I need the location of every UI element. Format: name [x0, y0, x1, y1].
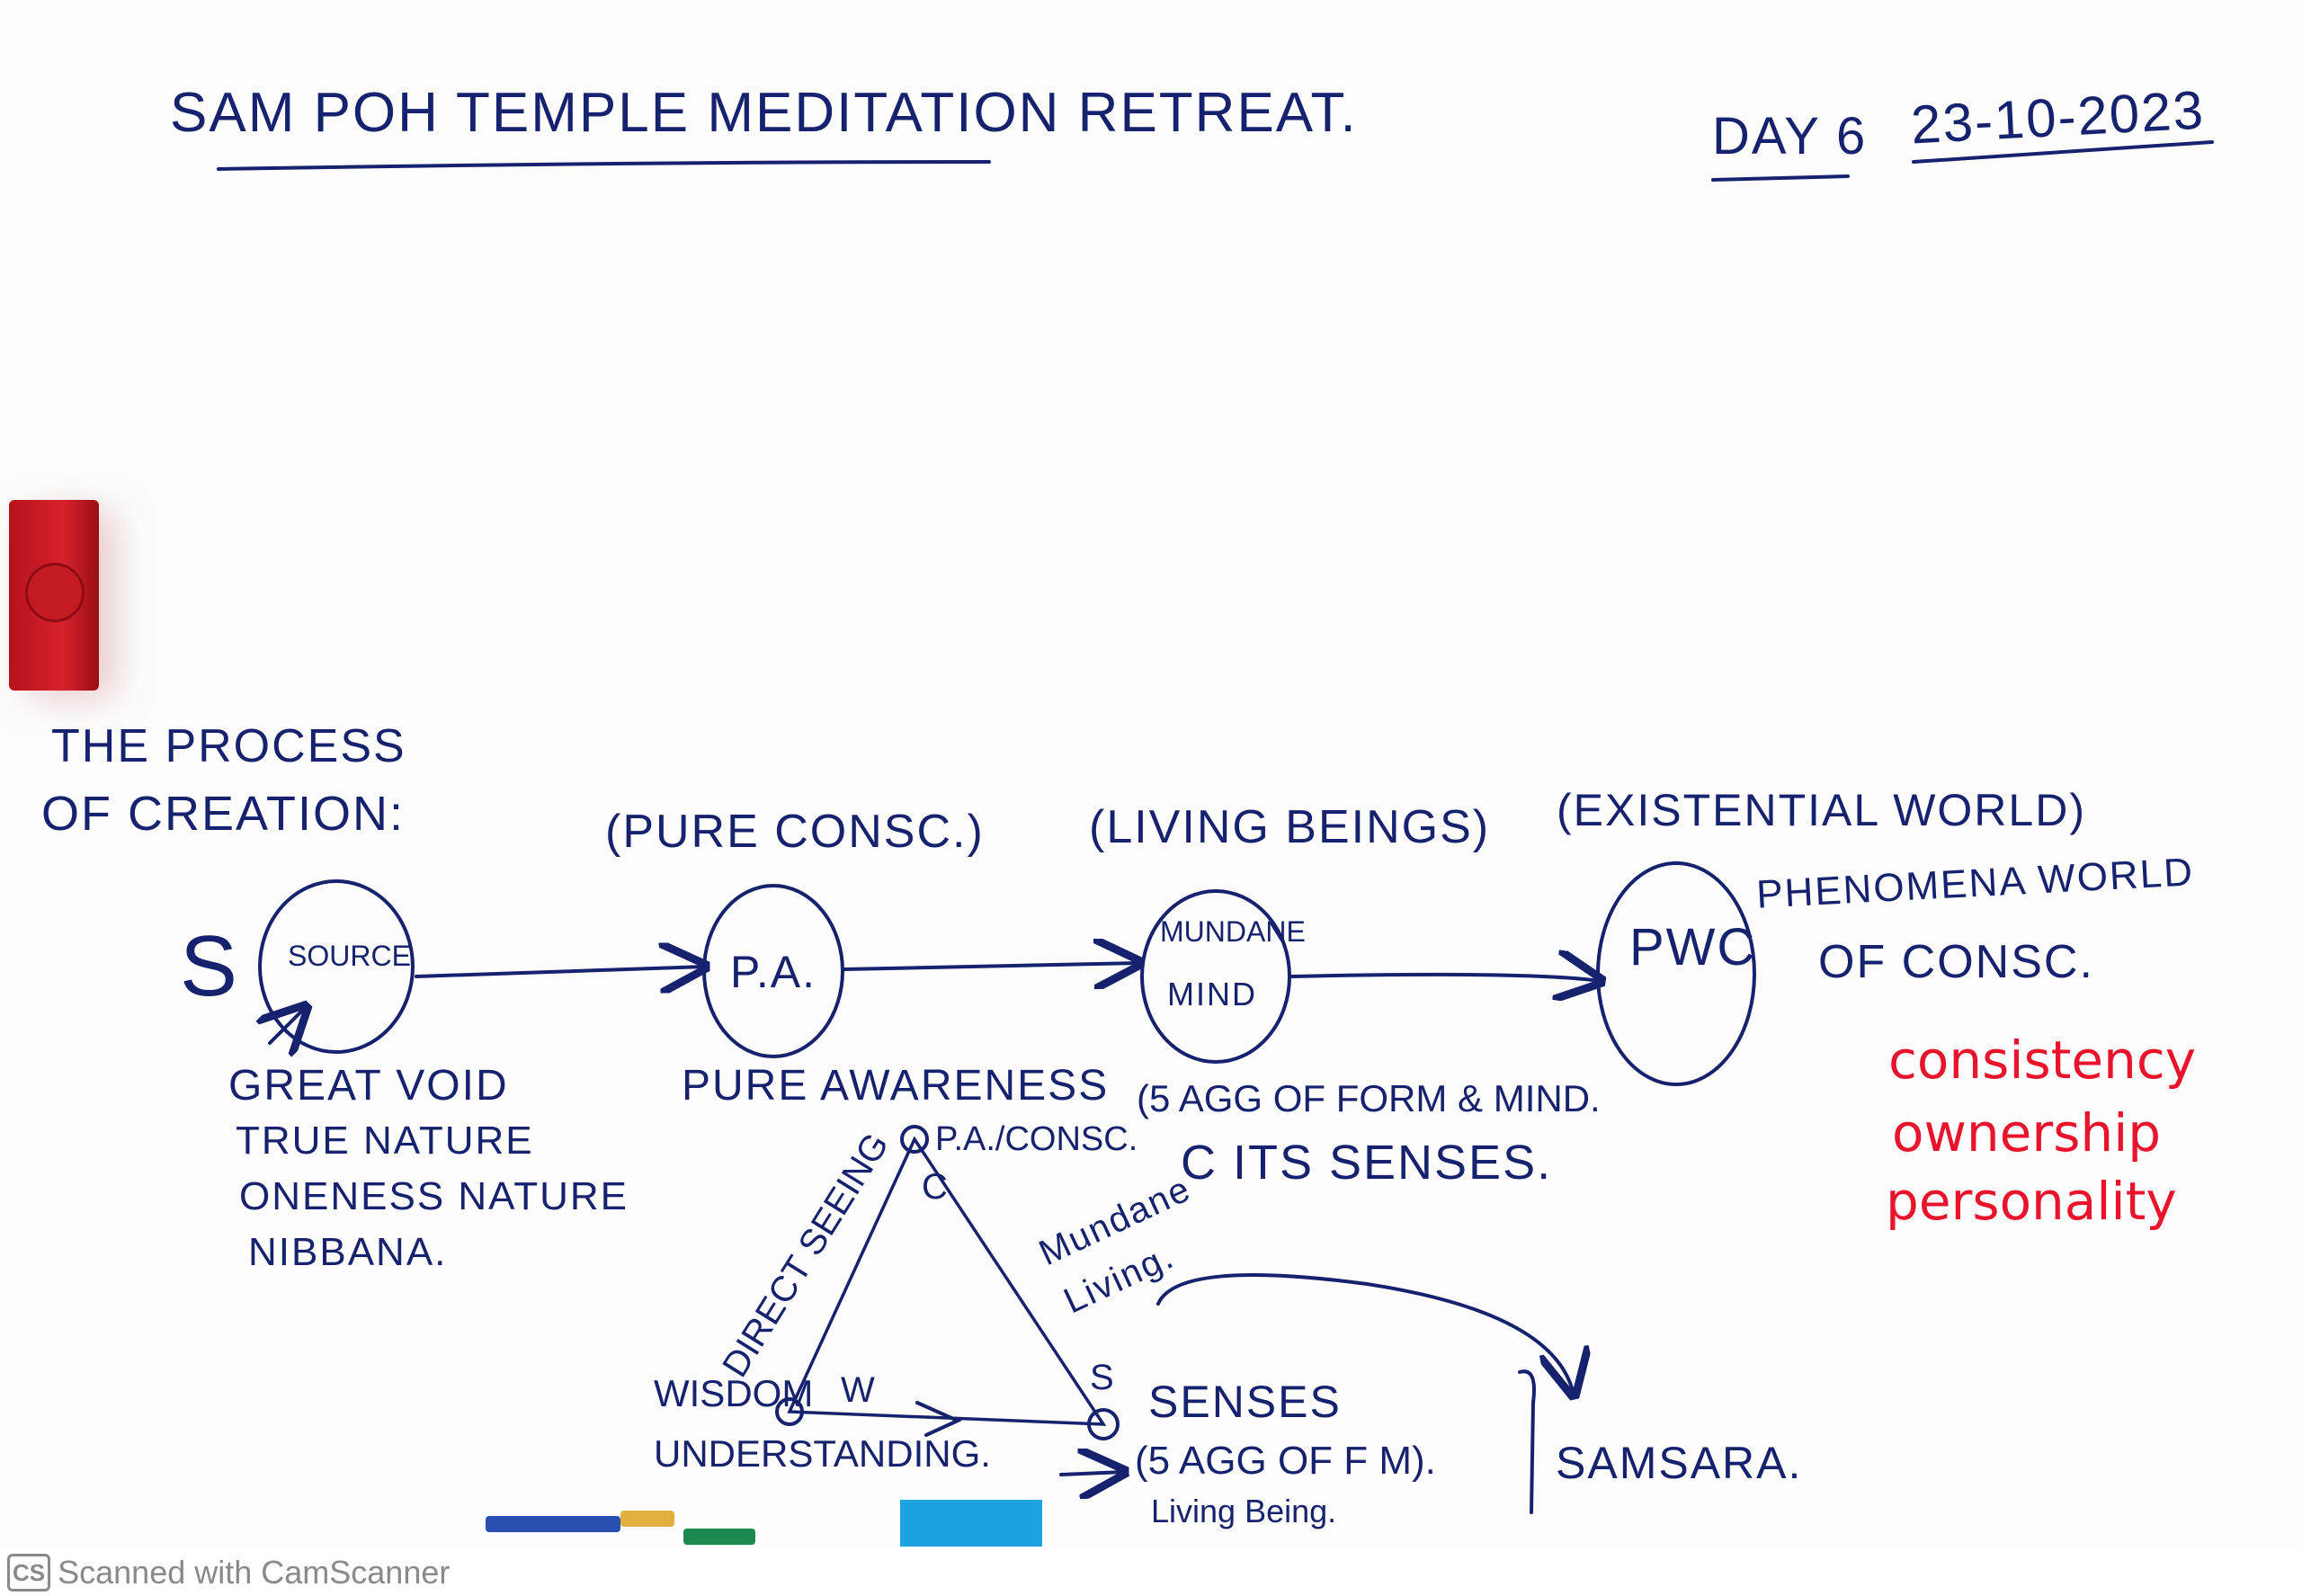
node-pwc-label: PWC: [1629, 918, 1757, 976]
note-ownership: ownership: [1892, 1102, 2162, 1164]
mind-desc-1: (5 Agg of Form & Mind.: [1137, 1077, 1601, 1119]
page-title: Sam Poh Temple Meditation Retreat.: [170, 82, 1358, 144]
mind-desc-2: c its Senses.: [1181, 1136, 1553, 1190]
node-source-label: Source: [288, 940, 411, 972]
senses-label: Senses: [1148, 1377, 1342, 1427]
node-mind-above: (Living Beings): [1089, 801, 1491, 853]
samsara-label: Samsara.: [1556, 1438, 1803, 1488]
triangle-right-node: [1087, 1408, 1120, 1440]
marker-green: [683, 1529, 755, 1545]
blue-eraser: [900, 1500, 1042, 1547]
s-label: S: [180, 918, 240, 1014]
triangle-top-label: P.A./Consc.: [935, 1120, 1138, 1158]
source-desc-3: Oneness Nature: [239, 1174, 629, 1218]
node-pa-above: (Pure Consc.): [605, 806, 985, 858]
wisdom-label: Wisdom: [654, 1372, 814, 1414]
base-arrow-head: [915, 1401, 962, 1437]
node-mind-label-1: Mundane: [1160, 915, 1306, 948]
source-desc-2: True Nature: [236, 1119, 534, 1163]
triangle-top-letter: C: [922, 1167, 950, 1207]
node-mind-label-2: Mind: [1167, 976, 1257, 1012]
pa-desc: Pure Awareness: [682, 1062, 1110, 1110]
marker-pen: [486, 1516, 620, 1532]
arrow-pa-to-mind: [843, 963, 1139, 969]
red-eraser: [9, 500, 99, 691]
heading-line-2: of Creation:: [41, 787, 406, 841]
arrow-source-to-pa: [415, 967, 705, 976]
marker-cap: [620, 1511, 674, 1527]
arrow-to-agg: [1059, 1472, 1124, 1475]
footer-strip: [0, 1548, 2302, 1596]
triangle-right-letter: S: [1090, 1358, 1116, 1397]
living-being-label: Living Being.: [1151, 1493, 1337, 1529]
note-personality: personality: [1886, 1171, 2177, 1232]
arrow-mind-to-pwc: [1290, 975, 1601, 981]
date-underline: [1912, 140, 2214, 164]
camscanner-watermark: CS Scanned with CamScanner: [7, 1554, 450, 1592]
triangle-left-node: [775, 1397, 804, 1426]
node-source-circle: [258, 879, 415, 1054]
day-label: Day 6: [1712, 107, 1868, 165]
source-desc-1: Great Void: [228, 1062, 509, 1110]
eraser-knob: [25, 563, 85, 622]
note-consistency: consistency: [1888, 1030, 2197, 1091]
day-underline: [1711, 174, 1850, 182]
understanding-label: Understanding.: [654, 1432, 991, 1475]
camscanner-logo: CS: [7, 1554, 51, 1592]
title-underline: [217, 160, 991, 171]
agg-label: (5 Agg of F M).: [1135, 1439, 1436, 1483]
triangle-top-node: [900, 1125, 929, 1154]
triangle: [787, 1136, 1107, 1426]
heading-line-1: The Process: [51, 720, 406, 772]
triangle-left-letter: W: [841, 1370, 877, 1410]
source-inner-arrow: [270, 1007, 306, 1043]
node-pwc-above: (Existential World): [1557, 785, 2086, 835]
pwc-side-2: of Consc.: [1818, 936, 2094, 988]
source-desc-4: Nibbana.: [248, 1230, 448, 1274]
arrow-to-samsara: [1156, 1272, 1574, 1395]
samsara-bracket: [1518, 1369, 1536, 1514]
node-pa-label: P.A.: [730, 947, 817, 997]
watermark-text: Scanned with CamScanner: [58, 1554, 451, 1591]
